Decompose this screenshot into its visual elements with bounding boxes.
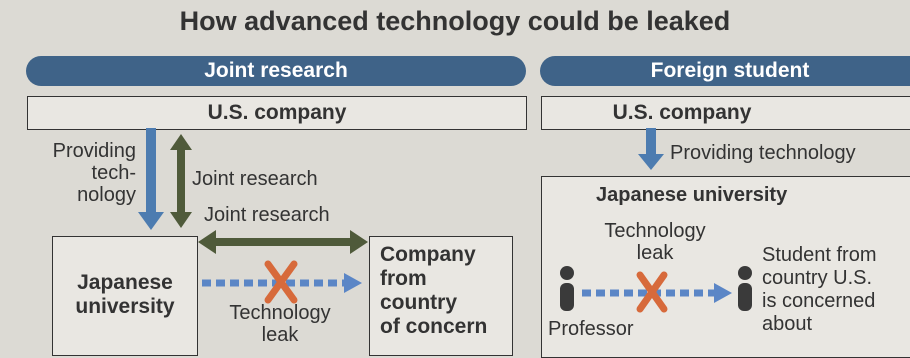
company-of-concern-label: Company from country of concern bbox=[370, 237, 512, 339]
providing-arrow-left bbox=[138, 128, 164, 230]
company-line-3: country bbox=[380, 291, 458, 314]
japanese-university-line-2: university bbox=[75, 295, 175, 318]
company-line-2: from bbox=[380, 267, 427, 290]
us-company-label-right: U.S. company bbox=[612, 101, 752, 124]
student-line-2: country U.S. bbox=[762, 267, 873, 289]
tech-leak-left-line-1: Technology bbox=[229, 302, 331, 324]
student-label: Student from country U.S. is concerned a… bbox=[762, 244, 877, 336]
joint-research-horizontal-label: Joint research bbox=[204, 204, 330, 226]
japanese-university-box-right bbox=[541, 176, 910, 358]
joint-research-horizontal-arrow bbox=[198, 230, 368, 254]
joint-research-header: Joint research bbox=[26, 56, 526, 86]
technology-leak-label-right: Technology leak bbox=[585, 220, 725, 264]
diagram-title: How advanced technology could be leaked bbox=[179, 6, 731, 36]
company-line-4: of concern bbox=[380, 315, 488, 338]
tech-leak-right-line-1: Technology bbox=[604, 220, 706, 242]
us-company-label-left: U.S. company bbox=[207, 101, 347, 124]
providing-line-2: tech- bbox=[91, 162, 136, 184]
student-line-1: Student from bbox=[762, 244, 877, 266]
providing-technology-label-right: Providing technology bbox=[670, 142, 856, 164]
foreign-student-header: Foreign student bbox=[540, 56, 910, 86]
technology-leak-arrow-right bbox=[582, 283, 732, 303]
technology-leak-arrow-left bbox=[202, 273, 362, 293]
japanese-university-line-1: Japanese bbox=[77, 271, 173, 294]
providing-arrow-right bbox=[638, 128, 664, 170]
cross-icon-right bbox=[636, 271, 668, 313]
student-line-3: is concerned bbox=[762, 290, 876, 312]
professor-person-icon bbox=[560, 266, 574, 311]
us-company-box-right: U.S. company bbox=[541, 96, 910, 130]
student-person-icon bbox=[738, 266, 752, 311]
tech-leak-right-line-2: leak bbox=[636, 242, 674, 264]
japanese-university-label-right: Japanese university bbox=[596, 184, 788, 206]
technology-leak-label-left: Technology leak bbox=[210, 302, 350, 346]
providing-line-3: nology bbox=[77, 184, 136, 206]
joint-research-vertical-arrow bbox=[170, 134, 192, 228]
company-line-1: Company bbox=[380, 243, 476, 266]
professor-label: Professor bbox=[548, 318, 634, 340]
cross-icon-left bbox=[264, 260, 298, 304]
company-of-concern-box: Company from country of concern bbox=[369, 236, 513, 356]
japanese-university-label: Japanese university bbox=[53, 271, 197, 319]
providing-technology-label-left: Providing tech- nology bbox=[24, 140, 136, 206]
us-company-box-left: U.S. company bbox=[27, 96, 527, 130]
joint-research-vertical-label: Joint research bbox=[192, 168, 318, 190]
student-line-4: about bbox=[762, 313, 813, 335]
tech-leak-left-line-2: leak bbox=[261, 324, 299, 346]
japanese-university-box-left: Japanese university bbox=[52, 236, 198, 356]
providing-line-1: Providing bbox=[52, 140, 136, 162]
